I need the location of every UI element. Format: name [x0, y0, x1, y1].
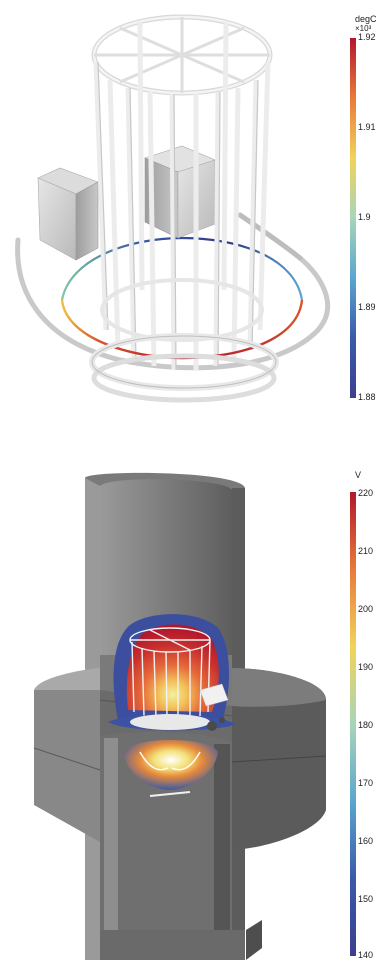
bottom-tick-6: 160 [358, 836, 374, 846]
top-tick-2: 1.9 [358, 212, 371, 222]
bottom-tick-5: 170 [358, 778, 374, 788]
temperature-render [15, 14, 331, 403]
bottom-tick-2: 200 [358, 604, 374, 614]
top-tick-0: 1.92 [358, 32, 376, 42]
bottom-tick-3: 190 [358, 662, 374, 672]
bottom-colorbar [350, 492, 356, 956]
cage-base [89, 333, 279, 403]
support-rod [15, 212, 331, 371]
top-tick-3: 1.89 [358, 302, 376, 312]
lower-field [124, 740, 218, 797]
top-colorbar [350, 38, 356, 398]
top-colorbar-multiplier: ×10³ [355, 24, 372, 33]
top-tick-1: 1.91 [358, 122, 376, 132]
cage [91, 14, 273, 371]
bottom-tick-7: 150 [358, 894, 374, 904]
stage-plate [108, 683, 236, 731]
bottom-tick-4: 180 [358, 720, 374, 730]
lower-chamber [100, 732, 262, 960]
bottom-tick-1: 210 [358, 546, 374, 556]
bottom-tick-8: 140 [358, 950, 374, 960]
bottom-colorbar-unit: V [355, 470, 362, 480]
bottom-tick-0: 220 [358, 488, 374, 498]
coil-back [60, 236, 304, 301]
field-envelope [113, 614, 230, 722]
top-tick-4: 1.88 [358, 392, 376, 402]
voltage-render [33, 472, 327, 960]
top-colorbar-unit: degC [355, 14, 376, 24]
heater-block-left [37, 167, 99, 261]
